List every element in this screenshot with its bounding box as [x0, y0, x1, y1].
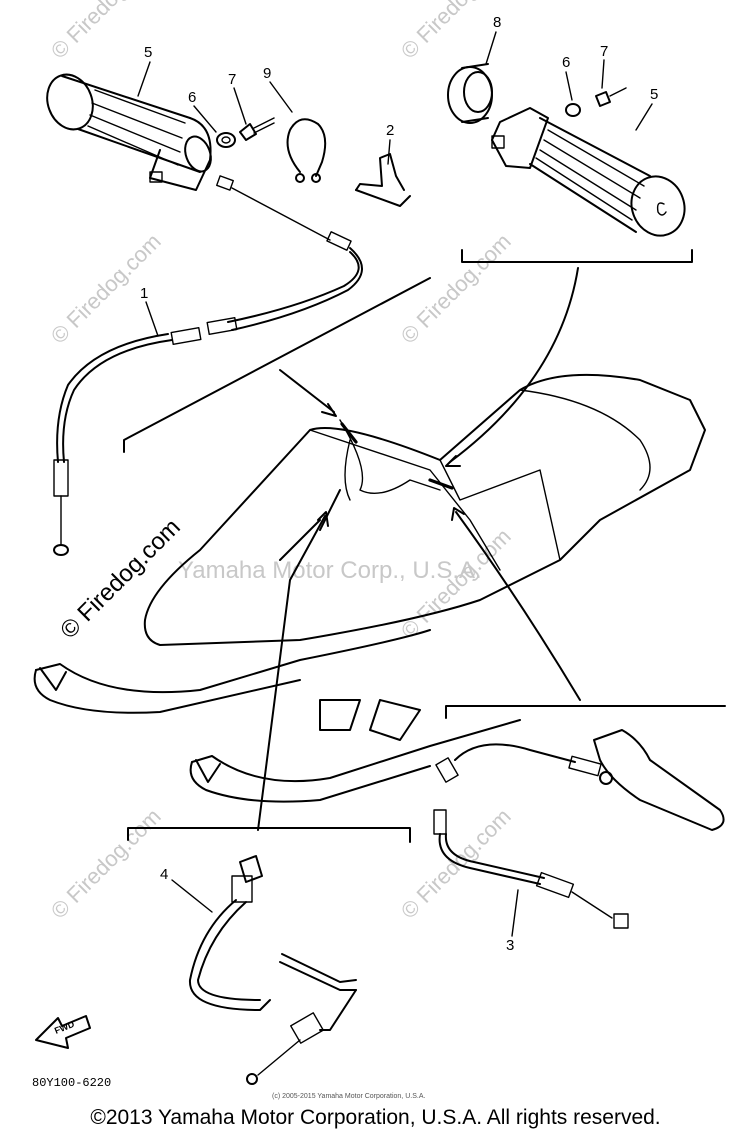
- fwd-arrow-icon: FWD: [35, 1015, 91, 1049]
- part-number: 5: [650, 86, 658, 103]
- watermark-site: © Firedog.com: [396, 229, 516, 349]
- right-grip-assembly: [447, 63, 693, 263]
- part-number: 6: [188, 89, 196, 106]
- left-screw: [239, 117, 275, 141]
- right-washer: [565, 103, 581, 117]
- left-washer: [216, 132, 236, 148]
- watermark-site-dark: © Firedog.com: [55, 514, 186, 645]
- part-number: 5: [144, 44, 152, 61]
- part-leader-lines: [137, 31, 653, 937]
- left-group-bracket: [123, 277, 431, 453]
- part-number: 9: [263, 65, 271, 82]
- part-number: 7: [228, 71, 236, 88]
- part-number-labels: 5 6 7 9 2 1 8 6 7 5 4 3: [140, 14, 658, 954]
- snowmobile-body: [33, 373, 706, 803]
- left-clamp: [286, 118, 327, 183]
- part-number: 7: [600, 43, 608, 60]
- brake-group-bracket: [445, 705, 726, 719]
- grip-ring: [447, 63, 493, 124]
- fwd-label: FWD: [53, 1019, 76, 1036]
- clip: [355, 153, 411, 207]
- part-number: 4: [160, 866, 168, 883]
- watermark-site: © Firedog.com: [46, 804, 166, 924]
- right-group-bracket: [461, 249, 693, 263]
- watermark-site: © Firedog.com: [396, 0, 516, 64]
- footer-copyright: ©2013 Yamaha Motor Corporation, U.S.A. A…: [90, 1106, 661, 1129]
- left-grip-assembly: [46, 73, 431, 556]
- right-grip: [491, 107, 686, 237]
- throttle-cable: [53, 175, 363, 556]
- brake-cable-assembly: [433, 705, 726, 929]
- part-number: 3: [506, 937, 514, 954]
- left-grip: [46, 73, 212, 191]
- watermark-center: Yamaha Motor Corp., U.S.A.: [178, 557, 482, 584]
- right-screw: [595, 87, 627, 107]
- speedometer-cable-assembly: [127, 827, 411, 1085]
- part-number: 2: [386, 122, 394, 139]
- part-number: 6: [562, 54, 570, 71]
- part-number: 1: [140, 285, 148, 302]
- part-number: 8: [493, 14, 501, 31]
- drawing-code: 80Y100-6220: [32, 1076, 111, 1090]
- leader-arrows: [257, 267, 581, 831]
- speedo-group-bracket: [127, 827, 411, 843]
- diagram-small-copyright: (c) 2005-2015 Yamaha Motor Corporation, …: [272, 1093, 425, 1100]
